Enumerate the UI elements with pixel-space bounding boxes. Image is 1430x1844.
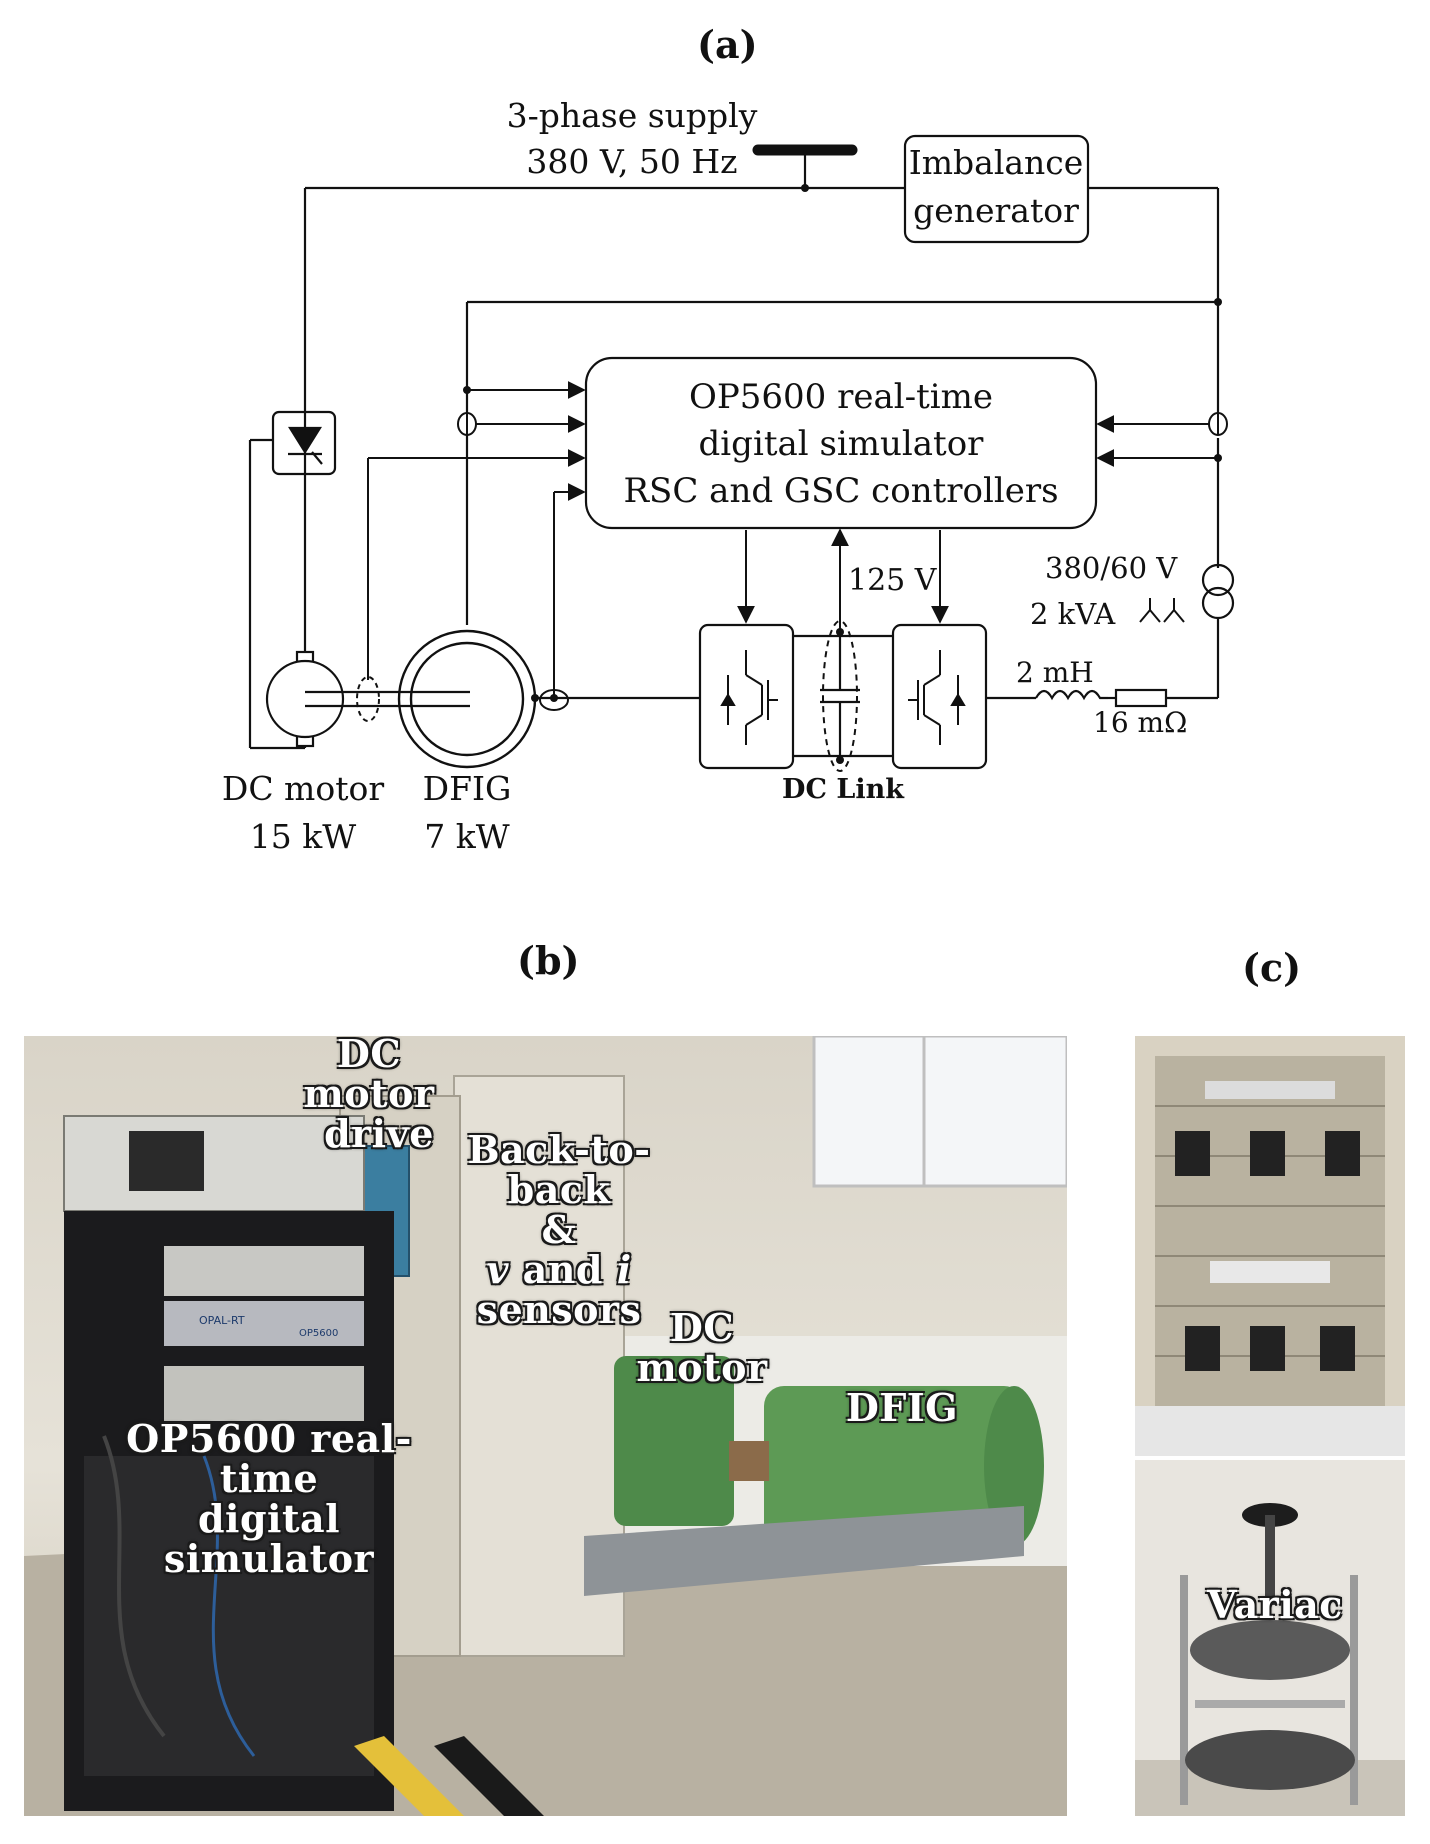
dfig-photo-label: DFIG xyxy=(845,1385,959,1430)
dc-motor-symbol xyxy=(265,650,345,748)
op5600-box xyxy=(584,356,1098,530)
dfig-symbol xyxy=(397,629,537,769)
thyristor-rectifier xyxy=(271,410,337,476)
imbalance-label-1: Imbalance xyxy=(909,143,1084,182)
supply-label-2: 380 V, 50 Hz xyxy=(526,142,737,181)
variac-scene xyxy=(1135,1503,1405,1816)
transformer-label-2: 2 kVA xyxy=(1030,597,1116,631)
speed-sensor-ring xyxy=(356,676,380,722)
rack-brand-text: OPAL-RT xyxy=(199,1314,245,1327)
dfig-label-2: 7 kW xyxy=(424,817,509,856)
board-scene xyxy=(1135,1056,1405,1456)
dc-motor-body xyxy=(614,1356,734,1526)
op5600-label-1: OP5600 real-time xyxy=(689,377,993,417)
dc-motor-label-2: 15 kW xyxy=(250,817,356,856)
lab-scene: OPAL-RT OP5600 xyxy=(24,1036,1067,1816)
resistor-label: 16 mΩ xyxy=(1093,706,1187,739)
photo-variac: Variac xyxy=(1135,1460,1405,1816)
supply-label-1: 3-phase supply xyxy=(507,96,758,135)
schematic-diagram: Imbalance generator 3-phase supply 380 V… xyxy=(222,96,1235,856)
inductor-symbol xyxy=(1035,689,1108,701)
panel-label-c: (c) xyxy=(1242,945,1302,990)
inductor-label: 2 mH xyxy=(1016,656,1094,689)
rack-model-text: OP5600 xyxy=(299,1328,338,1339)
photo-imbalance-board xyxy=(1135,1036,1405,1456)
photo-lab-setup: OPAL-RT OP5600 DC motor drive Back-to-ba… xyxy=(24,1036,1067,1816)
op5600-label-2: digital simulator xyxy=(699,424,985,464)
dc-motor-drive-label: DC motor drive xyxy=(303,1036,435,1156)
op5600-label-3: RSC and GSC controllers xyxy=(623,471,1058,511)
dc-voltage-label: 125 V xyxy=(848,563,938,598)
back-to-back-label: Back-to-back & v and i sensors xyxy=(467,1127,651,1332)
transformer-symbol xyxy=(1201,563,1235,620)
simulator-photo-label: OP5600 real-time digital simulator xyxy=(126,1416,412,1581)
dc-link-label: DC Link xyxy=(782,774,905,805)
imbalance-label-2: generator xyxy=(913,191,1079,230)
panel-label-a: (a) xyxy=(697,22,758,67)
transformer-label-1: 380/60 V xyxy=(1045,551,1178,585)
variac-label: Variac xyxy=(1207,1582,1343,1627)
back-to-back-converter xyxy=(698,623,988,770)
dfig-label-1: DFIG xyxy=(423,769,512,808)
dfig-body xyxy=(764,1386,1024,1546)
dc-link-voltage-sensor xyxy=(822,620,858,772)
dc-motor-label-1: DC motor xyxy=(222,769,384,808)
dc-motor-photo-label: DC motor xyxy=(636,1305,768,1390)
panel-label-b: (b) xyxy=(517,938,580,983)
resistor-symbol xyxy=(1114,688,1168,708)
wye-wye-icon xyxy=(1139,598,1185,623)
imbalance-generator-box xyxy=(903,134,1090,244)
